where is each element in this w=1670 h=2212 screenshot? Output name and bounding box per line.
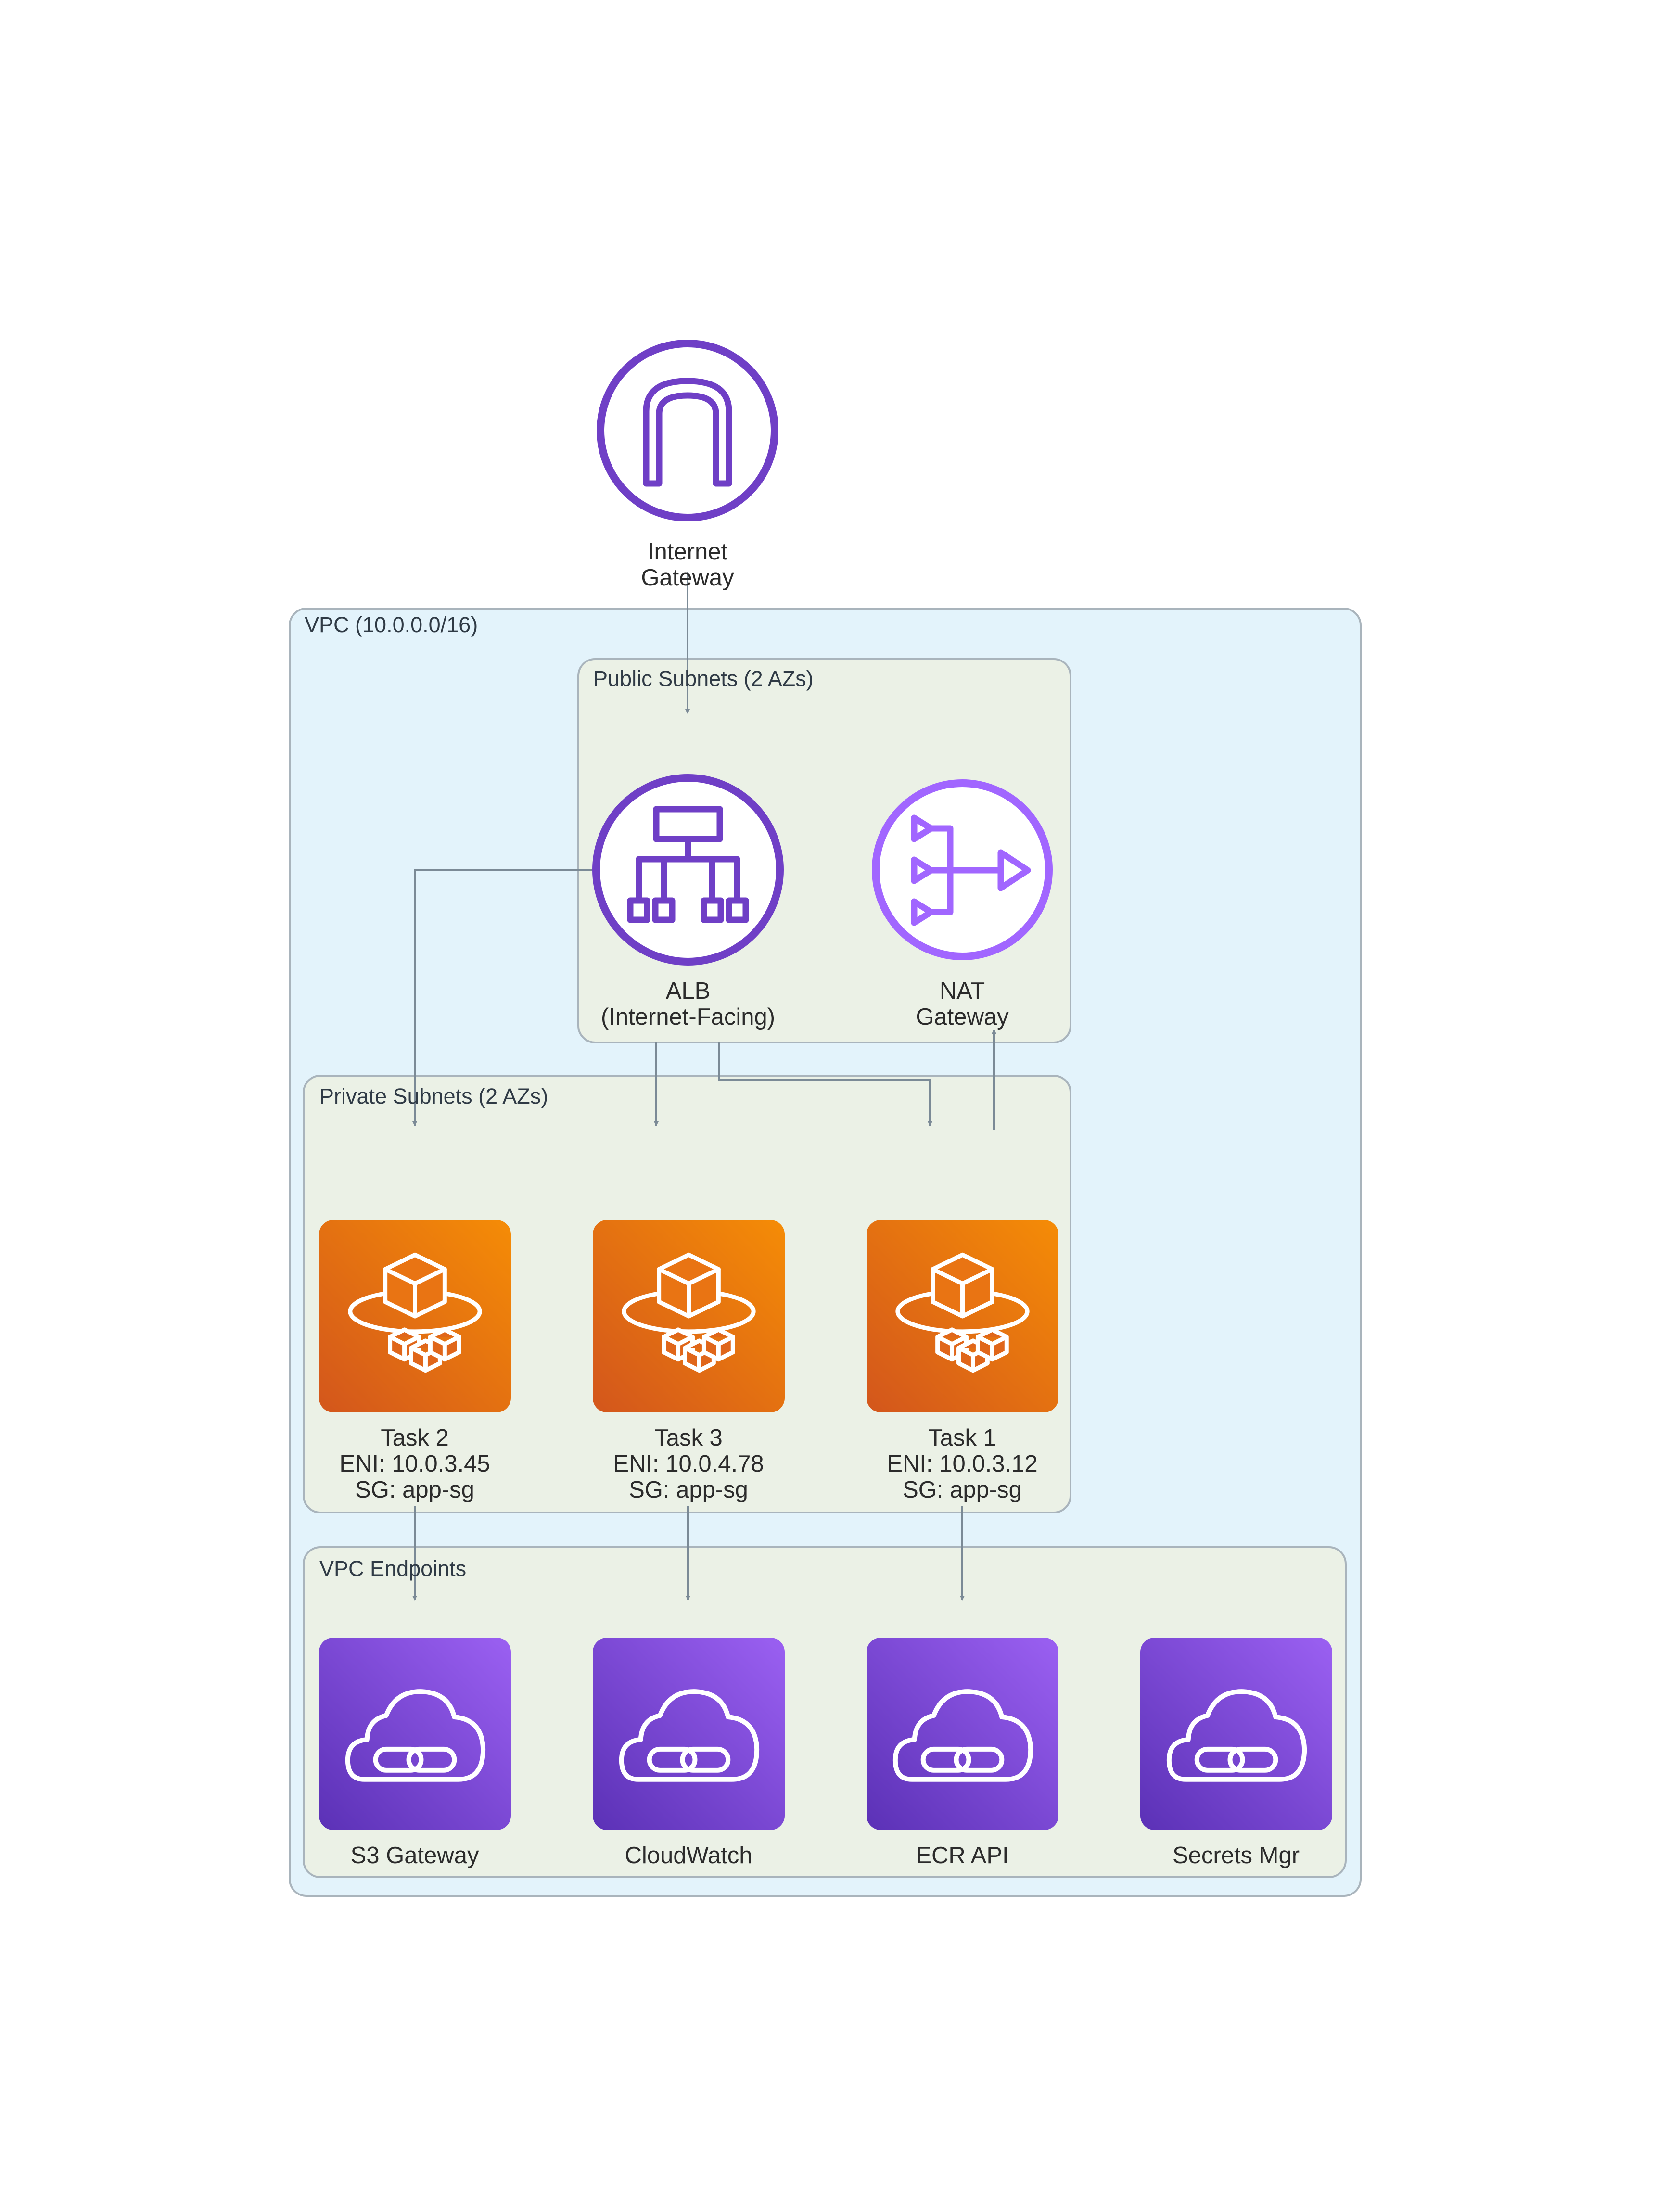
task1-icon [867, 1220, 1058, 1412]
vpc-title: VPC (10.0.0.0/16) [305, 612, 478, 637]
internet-gateway-label: Internet Gateway [641, 539, 734, 591]
internet-gateway-icon [597, 340, 778, 521]
nat-gateway-icon [872, 779, 1053, 960]
s3-gateway-icon [319, 1638, 511, 1830]
secrets-mgr-label: Secrets Mgr [1172, 1843, 1300, 1869]
cloudwatch-icon [593, 1638, 785, 1830]
ecr-api-icon [867, 1638, 1058, 1830]
ecr-api-label: ECR API [916, 1843, 1009, 1869]
cloudwatch-label: CloudWatch [625, 1843, 752, 1869]
task2-icon [319, 1220, 511, 1412]
load-balancer-icon [592, 774, 784, 966]
public-subnets-title: Public Subnets (2 AZs) [593, 666, 814, 691]
secrets-mgr-icon [1140, 1638, 1332, 1830]
edge-alb-to-task2 [412, 869, 593, 1126]
task3-icon [593, 1220, 785, 1412]
task2-label: Task 2 ENI: 10.0.3.45 SG: app-sg [339, 1425, 490, 1503]
alb-label: ALB (Internet-Facing) [600, 978, 776, 1030]
task1-label: Task 1 ENI: 10.0.3.12 SG: app-sg [887, 1425, 1038, 1503]
vpc-endpoints-title: VPC Endpoints [319, 1556, 467, 1581]
s3-gateway-label: S3 Gateway [350, 1843, 479, 1869]
nat-gateway-label: NAT Gateway [916, 978, 1009, 1030]
task3-label: Task 3 ENI: 10.0.4.78 SG: app-sg [613, 1425, 764, 1503]
vpc-endpoints-group [303, 1546, 1347, 1878]
edges [412, 572, 996, 1601]
edge-alb-to-task1 [718, 1042, 932, 1126]
private-subnets-title: Private Subnets (2 AZs) [319, 1084, 548, 1108]
